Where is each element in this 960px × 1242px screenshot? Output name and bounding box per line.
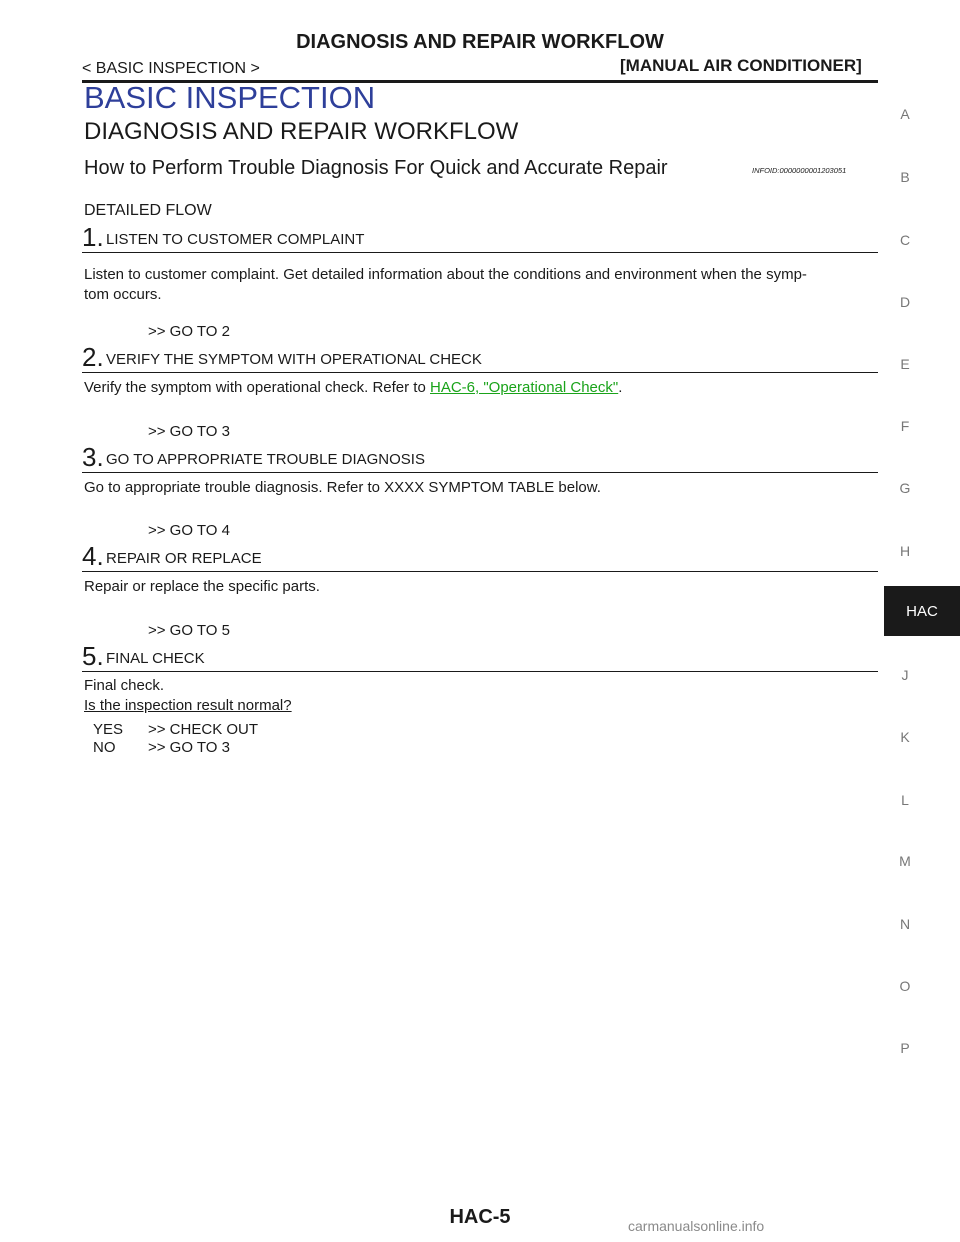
side-index-a[interactable]: A [900, 106, 910, 122]
step-2-text: Verify the symptom with operational chec… [84, 378, 878, 398]
side-index-b[interactable]: B [900, 169, 910, 185]
step-number: 4. [82, 541, 104, 571]
side-index-h[interactable]: H [899, 543, 911, 559]
side-index-hac-active[interactable]: HAC [884, 586, 960, 636]
step-2-text-pre: Verify the symptom with operational chec… [84, 379, 430, 396]
side-index-g[interactable]: G [899, 480, 911, 496]
step-number: 1. [82, 222, 104, 252]
step-1-goto: >> GO TO 2 [148, 323, 230, 340]
watermark: carmanualsonline.info [628, 1218, 765, 1234]
step-3-goto: >> GO TO 4 [148, 522, 230, 539]
step-4-text: Repair or replace the specific parts. [84, 578, 320, 595]
side-index-o[interactable]: O [899, 978, 911, 994]
step-number: 3. [82, 442, 104, 472]
section-tag: [MANUAL AIR CONDITIONER] [620, 56, 862, 75]
step-4-goto: >> GO TO 5 [148, 622, 230, 639]
step-label: REPAIR OR REPLACE [106, 550, 262, 567]
step-5-text: Final check. [84, 677, 165, 694]
step-1-header: 1. LISTEN TO CUSTOMER COMPLAINT [82, 222, 878, 253]
subsection-title: How to Perform Trouble Diagnosis For Qui… [84, 157, 668, 179]
side-index-k[interactable]: K [900, 729, 910, 745]
detailed-flow-heading: DETAILED FLOW [84, 202, 212, 219]
header-divider [82, 80, 878, 83]
step-label: FINAL CHECK [106, 650, 205, 667]
inspection-question: Is the inspection result normal? [84, 697, 292, 714]
step-label: VERIFY THE SYMPTOM WITH OPERATIONAL CHEC… [106, 351, 482, 368]
answer-no-key: NO [93, 739, 116, 756]
chapter-title: BASIC INSPECTION [84, 80, 376, 115]
step-5-header: 5. FINAL CHECK [82, 641, 878, 672]
step-1-text: Listen to customer complaint. Get detail… [84, 266, 807, 283]
side-index-l[interactable]: L [901, 792, 909, 808]
side-index-p[interactable]: P [900, 1040, 910, 1056]
breadcrumb: < BASIC INSPECTION > [82, 60, 260, 77]
step-2-text-post: . [618, 379, 623, 396]
step-2-goto: >> GO TO 3 [148, 423, 230, 440]
step-4-header: 4. REPAIR OR REPLACE [82, 541, 878, 572]
step-number: 5. [82, 641, 104, 671]
answer-no-action: >> GO TO 3 [148, 739, 230, 756]
page-number: HAC-5 [449, 1206, 511, 1228]
info-id: INFOID:0000000001203051 [752, 166, 847, 175]
side-index-c[interactable]: C [899, 232, 911, 248]
side-index-m[interactable]: M [899, 853, 911, 869]
step-1-text-cont: tom occurs. [84, 286, 162, 303]
operational-check-link[interactable]: HAC-6, "Operational Check" [430, 379, 619, 396]
step-label: GO TO APPROPRIATE TROUBLE DIAGNOSIS [106, 451, 425, 468]
step-label: LISTEN TO CUSTOMER COMPLAINT [106, 231, 365, 248]
side-index-j[interactable]: J [901, 667, 909, 683]
step-3-header: 3. GO TO APPROPRIATE TROUBLE DIAGNOSIS [82, 442, 878, 473]
step-2-header: 2. VERIFY THE SYMPTOM WITH OPERATIONAL C… [82, 342, 878, 373]
side-index-d[interactable]: D [899, 294, 911, 310]
answer-yes-key: YES [93, 721, 124, 738]
page-header-title: DIAGNOSIS AND REPAIR WORKFLOW [296, 31, 664, 53]
side-index-n[interactable]: N [899, 916, 911, 932]
answer-yes-action: >> CHECK OUT [148, 721, 259, 738]
step-number: 2. [82, 342, 104, 372]
section-title: DIAGNOSIS AND REPAIR WORKFLOW [84, 118, 519, 145]
side-index-f[interactable]: F [900, 418, 910, 434]
side-index-e[interactable]: E [900, 356, 910, 372]
step-3-text: Go to appropriate trouble diagnosis. Ref… [84, 479, 601, 496]
